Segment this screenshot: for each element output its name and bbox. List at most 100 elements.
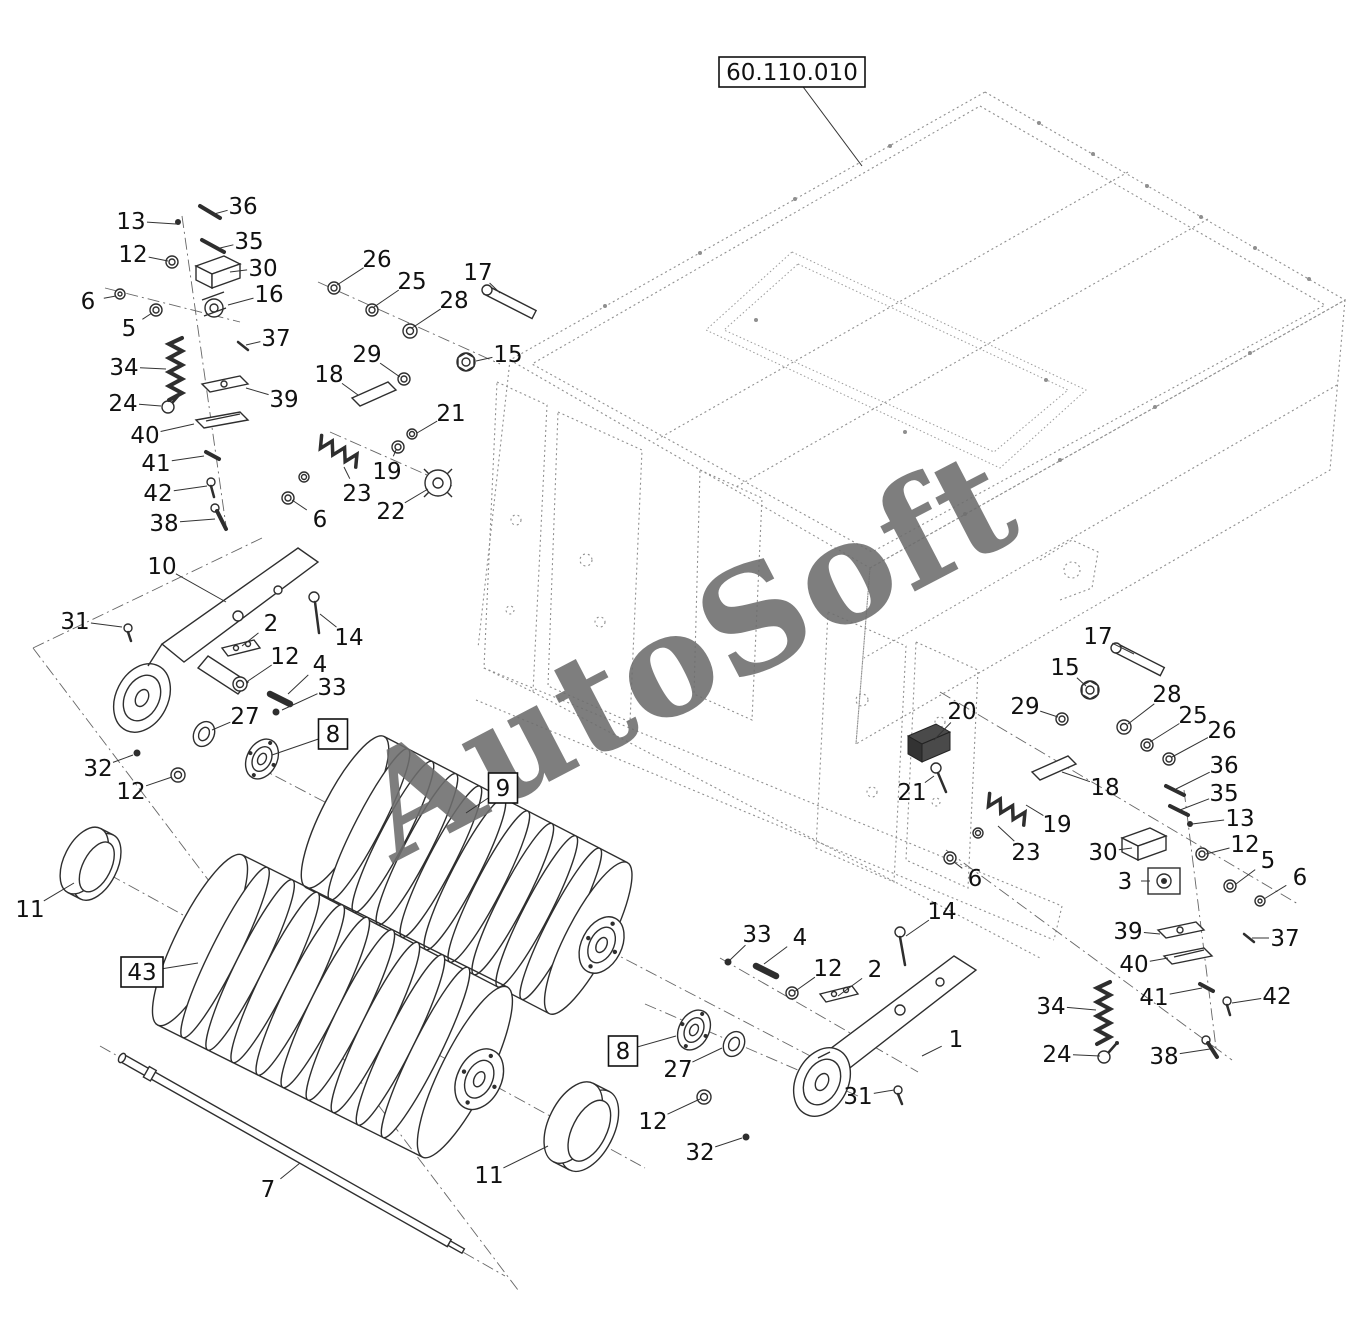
- callout-33: 33: [281, 675, 347, 711]
- callout-7: 7: [261, 1162, 301, 1203]
- callout-leader: [1040, 710, 1059, 718]
- callout-31: 31: [843, 1084, 895, 1110]
- callout-leader: [1231, 998, 1262, 1004]
- callout-leader: [1143, 932, 1161, 935]
- callout-number: 27: [230, 704, 259, 730]
- callout-number: 36: [228, 194, 257, 220]
- callout-3: 3: [1118, 869, 1150, 895]
- callout-number: 41: [1139, 985, 1168, 1011]
- callout-6: 6: [291, 499, 328, 533]
- callout-leader: [229, 269, 248, 273]
- callout-4: 4: [287, 652, 328, 695]
- callout-number: 22: [376, 499, 405, 525]
- callout-23: 23: [342, 466, 372, 507]
- callout-number: 39: [1113, 919, 1142, 945]
- callout-number: 32: [83, 756, 112, 782]
- callout-leader: [763, 946, 788, 965]
- callout-19: 19: [372, 449, 402, 485]
- ring-left: [59, 826, 122, 901]
- callout-leader: [146, 221, 177, 225]
- callout-20: 20: [933, 699, 977, 741]
- callout-number: 6: [313, 507, 328, 533]
- callout-28: 28: [1127, 682, 1182, 725]
- callout-number: 6: [81, 289, 96, 315]
- callout-40: 40: [1119, 952, 1169, 978]
- callout-37: 37: [245, 326, 291, 352]
- callout-number: 31: [60, 609, 89, 635]
- callout-leader: [1179, 1048, 1211, 1055]
- callout-18: 18: [1061, 771, 1120, 801]
- callout-15: 15: [1050, 655, 1087, 687]
- callout-number: 30: [248, 256, 277, 282]
- callout-15: 15: [475, 342, 523, 368]
- callout-number: 38: [1149, 1044, 1178, 1070]
- callout-number: 5: [122, 316, 137, 342]
- callout-6: 6: [81, 289, 117, 315]
- callout-number: 30: [1088, 840, 1117, 866]
- callout-leader: [336, 267, 364, 286]
- callout-leader: [416, 420, 438, 434]
- callout-34: 34: [109, 355, 167, 381]
- callout-37: 37: [1252, 926, 1300, 952]
- callout-number: 6: [1293, 865, 1308, 891]
- callout-leader: [171, 455, 205, 462]
- callout-13: 13: [1191, 806, 1255, 832]
- callout-33: 33: [729, 922, 772, 961]
- callout-number: 29: [352, 342, 381, 368]
- callout-number: 18: [1090, 775, 1119, 801]
- callout-leader: [1127, 703, 1155, 725]
- callout-number: 38: [149, 511, 178, 537]
- callout-leader: [1112, 642, 1135, 655]
- callout-1: 1: [921, 1027, 963, 1057]
- callout-number: 21: [897, 780, 926, 806]
- callout-number: 12: [638, 1109, 667, 1135]
- callout-number: 32: [685, 1140, 714, 1166]
- callout-leader: [379, 362, 401, 378]
- callout-28: 28: [411, 288, 469, 329]
- callout-24: 24: [1042, 1042, 1101, 1068]
- callout-number: 21: [436, 401, 465, 427]
- callout-leader: [1072, 1054, 1101, 1057]
- callout-leader: [933, 722, 952, 741]
- callout-number: 60.110.010: [726, 60, 858, 86]
- callout-26: 26: [336, 247, 392, 286]
- callout-leader: [139, 367, 167, 370]
- callout-leader: [1149, 723, 1180, 743]
- callout-number: 10: [147, 554, 176, 580]
- callout-number: 18: [314, 362, 343, 388]
- callout-leader: [179, 518, 216, 523]
- callout-leader: [924, 775, 935, 784]
- callout-leader: [729, 944, 746, 961]
- callout-leader: [1205, 847, 1230, 855]
- callout-leader: [343, 466, 351, 479]
- callout-leader: [793, 976, 816, 993]
- callout-12: 12: [793, 956, 843, 993]
- callout-12: 12: [118, 242, 169, 268]
- callout-number: 19: [1042, 812, 1071, 838]
- callout-leader: [43, 882, 75, 902]
- callout-12: 12: [1205, 832, 1260, 858]
- callout-19: 19: [1025, 804, 1072, 838]
- callout-leader: [145, 776, 173, 787]
- callout-number: 35: [1209, 781, 1238, 807]
- callout-42: 42: [143, 481, 208, 507]
- callout-29: 29: [352, 342, 401, 378]
- callout-leader: [245, 387, 269, 396]
- callout-number: 31: [843, 1084, 872, 1110]
- callout-number: 29: [1010, 694, 1039, 720]
- callout-number: 25: [397, 269, 426, 295]
- ring-right: [543, 1081, 620, 1173]
- callout-number: 12: [116, 779, 145, 805]
- callout-number: 9: [496, 776, 511, 802]
- callout-frame: [487, 772, 519, 804]
- callout-leader: [489, 282, 501, 294]
- callout-leader: [1235, 869, 1256, 885]
- callout-leader: [1066, 1006, 1097, 1011]
- callout-18: 18: [314, 362, 359, 396]
- callout-number: 4: [313, 652, 328, 678]
- roller-upper: [300, 735, 633, 1015]
- callout-40: 40: [130, 423, 195, 449]
- callout-26: 26: [1171, 718, 1237, 758]
- callout-frame: [607, 1035, 639, 1067]
- callout-30: 30: [229, 256, 278, 282]
